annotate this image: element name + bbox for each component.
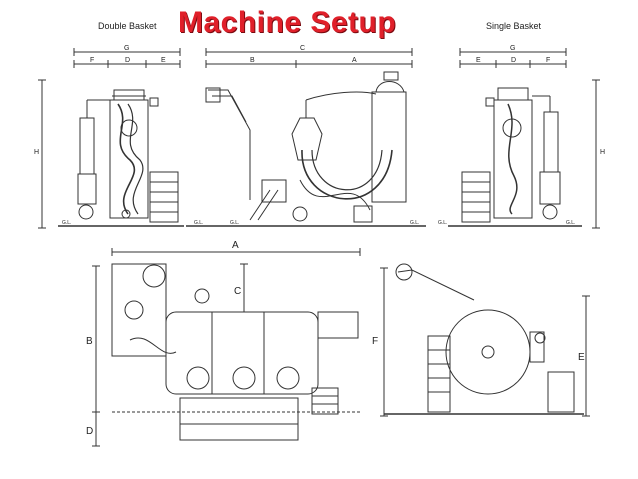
dim-letter-bl-a: A xyxy=(232,240,239,251)
dimension-letters: G F D E H C B A G E D F H G.L. G.L. G.L.… xyxy=(34,45,605,437)
dim-letter-bl-d: D xyxy=(86,426,93,437)
dim-letter-tr-e: E xyxy=(476,57,481,64)
dim-letter-tr-h: H xyxy=(600,149,605,156)
side-view-drawing xyxy=(186,48,426,227)
dim-letter-br-e: E xyxy=(578,352,585,363)
double-basket-label: Double Basket xyxy=(98,21,157,31)
dim-letter-tm-a: A xyxy=(352,57,357,64)
dim-letter-tm-b: B xyxy=(250,57,255,64)
dim-letter-tr-f: F xyxy=(546,57,550,64)
dim-letter-br-f: F xyxy=(372,336,378,347)
page-title: Machine Setup xyxy=(178,6,397,39)
dim-letter-tm-c: C xyxy=(300,45,305,52)
front-view-drawing xyxy=(380,263,590,417)
ground-level-2: G.L. xyxy=(194,220,203,226)
plan-view-drawing xyxy=(92,248,361,447)
dim-letter-tl-e: E xyxy=(161,57,166,64)
ground-level-1: G.L. xyxy=(62,220,71,226)
ground-level-3: G.L. xyxy=(230,220,239,226)
dim-letter-tl-h: H xyxy=(34,149,39,156)
dim-letter-tl-d: D xyxy=(125,57,130,64)
ground-level-6: G.L. xyxy=(566,220,575,226)
single-basket-label: Single Basket xyxy=(486,21,542,31)
dim-letter-bl-b: B xyxy=(86,336,93,347)
dim-letter-bl-c: C xyxy=(234,286,241,297)
dim-letter-tr-d: D xyxy=(511,57,516,64)
dim-letter-tl-f: F xyxy=(90,57,94,64)
double-basket-drawing xyxy=(38,48,184,229)
ground-level-5: G.L. xyxy=(438,220,447,226)
ground-level-4: G.L. xyxy=(410,220,419,226)
dim-letter-tl-g: G xyxy=(124,45,129,52)
dim-letter-tr-g: G xyxy=(510,45,515,52)
single-basket-drawing xyxy=(448,48,600,229)
